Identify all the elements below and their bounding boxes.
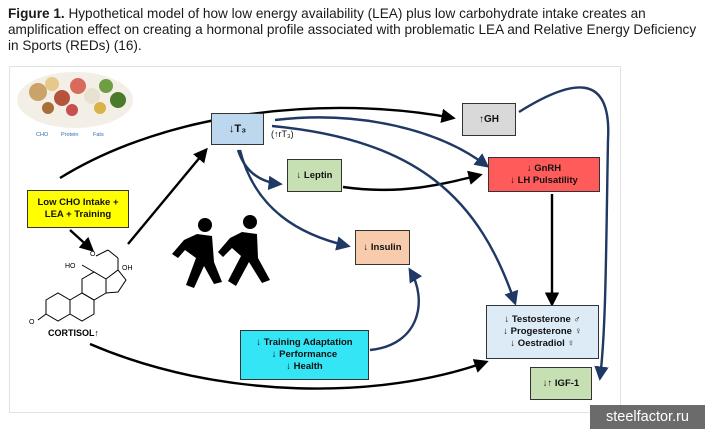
training-line1: ↓ Training Adaptation [256, 337, 353, 348]
arrow-lowcho-to-t3 [127, 147, 208, 245]
gh-box: ↑GH [462, 103, 516, 136]
caption-text: Hypothetical model of how low energy ava… [8, 6, 697, 53]
watermark: steelfactor.ru [590, 405, 705, 429]
sex-hormones-line1: ↓ Testosterone ♂ [504, 314, 581, 325]
arrow-training-to-insulin [369, 267, 423, 352]
sex-hormones-box: ↓ Testosterone ♂ ↓ Progesterone ♀ ↓ Oest… [486, 305, 599, 359]
t3-box: ↓T₃ [211, 113, 264, 145]
arrow-cortisol-to-sex [89, 342, 489, 390]
low-cho-line1: Low CHO Intake + [37, 197, 119, 208]
arrow-leptin-to-gnrh [342, 170, 483, 192]
gnrh-box: ↓ GnRH ↓ LH Pulsatility [488, 157, 600, 192]
food-protein-label: Protein [61, 132, 78, 138]
gnrh-line1: ↓ GnRH [526, 162, 562, 174]
food-cho-label: CHO [36, 132, 49, 138]
gh-label: ↑GH [479, 113, 499, 125]
runners-icon [172, 215, 270, 288]
food-illustration: CHO Protein Fats [17, 72, 133, 138]
cortisol-label: CORTISOL↑ [48, 328, 99, 338]
arrow-t3-to-leptin [236, 149, 283, 191]
t3-label: ↓T₃ [228, 123, 247, 135]
training-line2: ↓ Performance [271, 349, 338, 360]
leptin-label: ↓ Leptin [296, 169, 333, 181]
food-fats-label: Fats [93, 132, 104, 138]
insulin-label: ↓ Insulin [363, 241, 402, 253]
sex-hormones-line3: ↓ Oestradiol ♀ [510, 338, 575, 349]
cortisol-o1: O [29, 319, 35, 326]
figure-label: Figure 1. [8, 6, 65, 21]
arrow-t3-to-sex [271, 124, 519, 306]
arrow-lowcho-to-cortisol [69, 229, 95, 252]
cortisol-o2: O [90, 251, 96, 258]
rt3-label: (↑rT₃) [271, 129, 294, 139]
cortisol-ho: HO [65, 263, 76, 270]
low-cho-box: Low CHO Intake + LEA + Training [27, 190, 129, 228]
training-box: ↓ Training Adaptation ↓ Performance ↓ He… [240, 330, 369, 380]
cortisol-molecule [37, 249, 127, 322]
igf1-box: ↓↑ IGF-1 [530, 367, 592, 400]
low-cho-line2: LEA + Training [44, 209, 112, 220]
arrow-t3-to-gnrh [274, 116, 490, 168]
insulin-box: ↓ Insulin [355, 230, 410, 265]
arrow-gh-to-igf1 [518, 86, 610, 381]
igf1-label: ↓↑ IGF-1 [542, 377, 580, 389]
cortisol-oh: OH [122, 265, 133, 272]
arrow-t3-to-insulin [238, 149, 351, 251]
figure-caption: Figure 1. Hypothetical model of how low … [8, 6, 698, 54]
leptin-box: ↓ Leptin [287, 159, 342, 192]
sex-hormones-line2: ↓ Progesterone ♀ [503, 326, 582, 337]
gnrh-line2: ↓ LH Pulsatility [510, 174, 578, 186]
training-line3: ↓ Health [286, 361, 323, 372]
